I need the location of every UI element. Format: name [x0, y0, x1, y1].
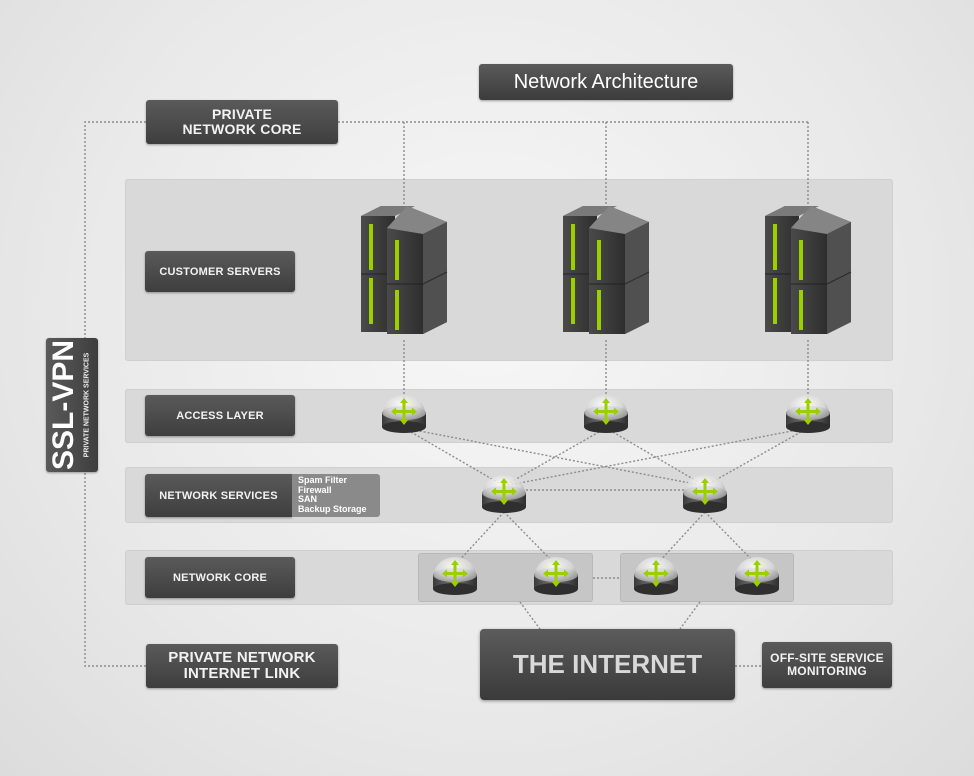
- services-router-2: [683, 475, 727, 513]
- core-router-1: [433, 557, 477, 595]
- private-network-core-text: PRIVATE NETWORK CORE: [182, 106, 302, 137]
- internet-box: THE INTERNET: [480, 629, 735, 700]
- network-services-list: Spam Filter Firewall SAN Backup Storage: [292, 474, 380, 517]
- core-router-2: [534, 557, 578, 595]
- services-router-1: [482, 475, 526, 513]
- service-item: Spam Filter: [298, 475, 348, 485]
- private-internet-link-text: PRIVATE NETWORK INTERNET LINK: [168, 649, 316, 682]
- offsite-monitoring-text: OFF-SITE SERVICE MONITORING: [770, 651, 884, 678]
- access-router-1: [382, 395, 426, 433]
- core-router-4: [735, 557, 779, 595]
- diagram-title: Network Architecture: [479, 64, 733, 100]
- ssl-vpn-label: SSL-VPN: [47, 339, 80, 471]
- private-internet-link-label: PRIVATE NETWORK INTERNET LINK: [146, 644, 338, 688]
- access-router-3: [786, 395, 830, 433]
- ssl-vpn-sublabel: PRIVATE NETWORK SERVICES: [83, 352, 91, 458]
- customer-server-1: [360, 205, 448, 335]
- access-router-2: [584, 395, 628, 433]
- customer-server-2: [562, 205, 650, 335]
- service-item: Firewall: [298, 484, 332, 495]
- service-item: SAN: [298, 494, 318, 504]
- network-services-label: NETWORK SERVICES: [145, 474, 292, 517]
- customer-server-3: [764, 205, 852, 335]
- network-core-label: NETWORK CORE: [145, 557, 295, 598]
- ssl-vpn-box: SSL-VPN PRIVATE NETWORK SERVICES: [46, 338, 98, 472]
- access-layer-label: ACCESS LAYER: [145, 395, 295, 436]
- private-network-core-label: PRIVATE NETWORK CORE: [146, 100, 338, 144]
- customer-servers-label: CUSTOMER SERVERS: [145, 251, 295, 292]
- offsite-monitoring-label: OFF-SITE SERVICE MONITORING: [762, 642, 892, 688]
- core-router-3: [634, 557, 678, 595]
- service-item: Backup Storage: [298, 503, 367, 514]
